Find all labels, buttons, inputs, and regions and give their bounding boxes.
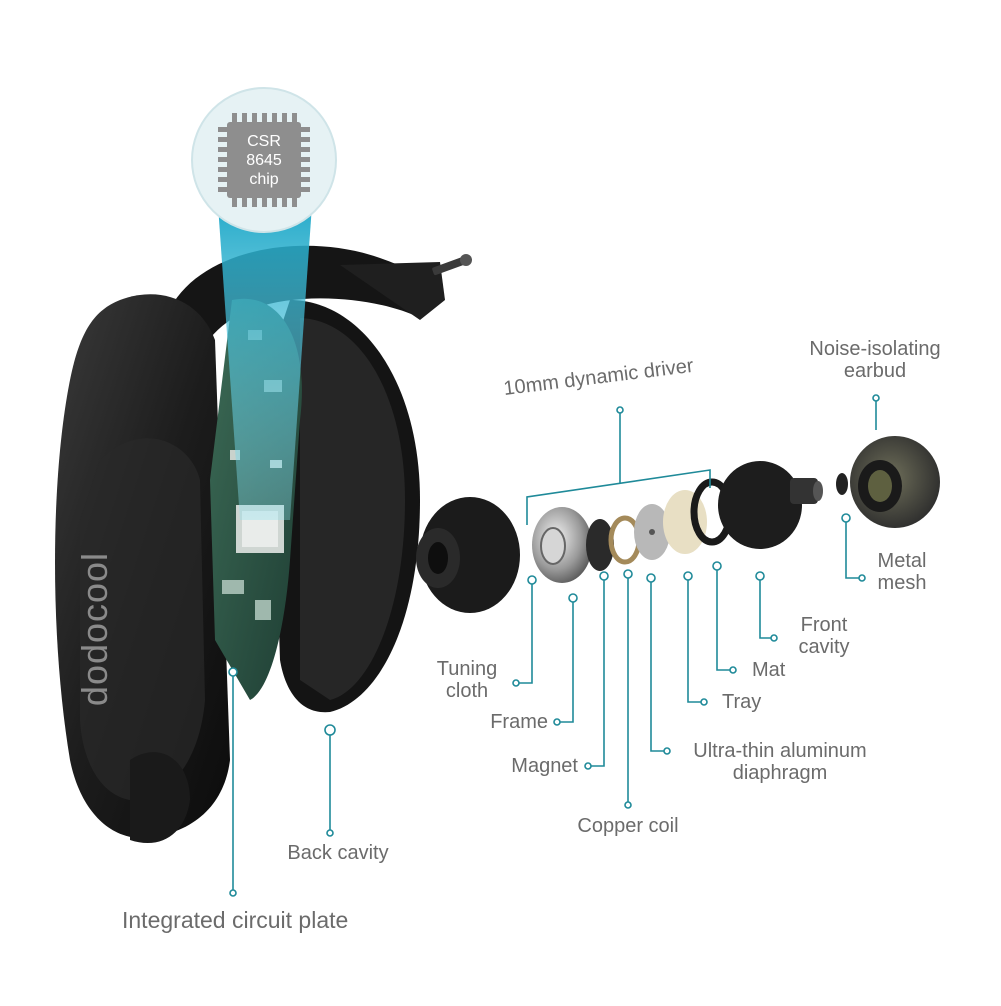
tuning-cloth-leader	[516, 580, 533, 684]
leader-lines	[232, 398, 877, 893]
callout-dots	[228, 394, 880, 897]
label-circuit-plate: Integrated circuit plate	[122, 907, 349, 933]
label-line: mesh	[877, 572, 927, 594]
driver-bracket	[526, 469, 711, 525]
chip-beam	[218, 205, 312, 520]
label-front-cavity: Front cavity	[788, 614, 860, 658]
chip-pins	[218, 113, 310, 207]
metal-mesh-part	[836, 473, 848, 495]
label-back-cavity: Back cavity	[287, 842, 389, 864]
chip-callout	[191, 87, 337, 233]
label-magnet: Magnet	[511, 755, 578, 777]
label-tray: Tray	[722, 691, 762, 713]
label-line: Ultra-thin aluminum	[693, 740, 867, 762]
label-line: earbud	[843, 360, 907, 382]
label-mat: Mat	[752, 659, 786, 681]
diaphragm-part	[634, 504, 670, 560]
back-cavity-shell	[270, 300, 420, 713]
chip-line-1: CSR	[247, 133, 281, 150]
magnet-part	[586, 519, 614, 571]
brand-logo-text: dodocool	[74, 551, 116, 707]
chip-line-3: chip	[249, 171, 279, 188]
front-cavity-part	[718, 461, 823, 549]
label-diaphragm: Ultra-thin aluminum diaphragm	[680, 740, 880, 784]
tray-part	[663, 490, 707, 554]
screw	[432, 254, 472, 276]
tray-leader	[687, 576, 704, 703]
label-line: cloth	[445, 680, 489, 702]
label-line: diaphragm	[732, 762, 828, 784]
chip-label: CSR 8645 chip	[230, 132, 298, 189]
mat-leader	[716, 566, 733, 671]
label-tuning-cloth: Tuning cloth	[428, 658, 506, 702]
metal-mesh-leader	[845, 518, 862, 579]
label-line: Noise-isolating	[809, 338, 941, 360]
front-cavity-leader	[759, 576, 774, 639]
chip-line-2: 8645	[246, 152, 282, 169]
label-line: Tuning	[436, 658, 498, 680]
label-line: cavity	[798, 636, 850, 658]
label-noise-isolating-earbud: Noise-isolating earbud	[800, 338, 950, 382]
tuning-cloth-part	[416, 497, 520, 613]
frame-leader	[557, 598, 574, 723]
magnet-leader	[588, 576, 605, 767]
label-frame: Frame	[490, 711, 548, 733]
diaphragm-leader	[650, 578, 667, 752]
earphone-housing	[55, 294, 230, 844]
label-metal-mesh: Metal mesh	[866, 550, 938, 594]
earbud-part	[850, 436, 940, 528]
label-copper-coil: Copper coil	[577, 815, 679, 837]
label-line: Metal	[877, 550, 927, 572]
frame-part	[532, 507, 592, 583]
label-line: Front	[800, 614, 848, 636]
